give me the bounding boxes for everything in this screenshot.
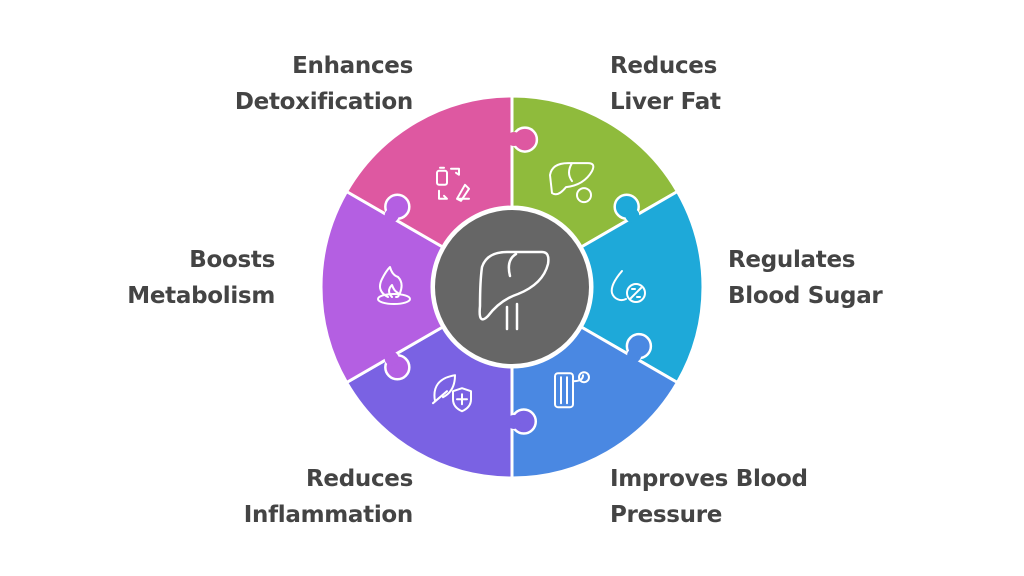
leaf-shield-icon [432,374,472,413]
label-line: Enhances [292,53,413,79]
puzzle-knob-neck [506,132,521,147]
liver-icon [478,250,550,331]
label-line: Boosts [189,247,275,273]
label-boosts-metabolism: Boosts Metabolism [127,242,275,314]
puzzle-knob-neck [384,208,399,223]
label-line: Inflammation [243,502,414,528]
label-line: Blood Sugar [728,283,883,309]
label-reduces-inflammation: Reduces Inflammation [243,461,414,533]
label-line: Pressure [610,502,723,528]
blood-pressure-monitor-icon [554,371,590,409]
label-line: Improves Blood [610,466,808,492]
drop-percent-icon [610,270,646,303]
puzzle-knob-neck [627,348,642,363]
label-line: Reduces [610,53,717,79]
label-line: Metabolism [127,283,275,309]
label-improves-blood-pressure: Improves Blood Pressure [610,461,808,533]
puzzle-knob-neck [506,414,521,429]
detox-cycle-icon [436,166,470,202]
label-line: Reduces [306,466,413,492]
flame-icon [377,266,411,305]
liver-fat-icon [549,162,595,204]
label-enhances-detoxification: Enhances Detoxification [235,48,413,120]
puzzle-knob-neck [384,351,399,366]
center-hub [435,210,589,364]
label-regulates-blood-sugar: Regulates Blood Sugar [728,242,883,314]
label-reduces-liver-fat: Reduces Liver Fat [610,48,721,120]
label-line: Liver Fat [610,89,721,115]
segment-improves-blood-pressure [510,324,680,480]
puzzle-knob-neck [625,208,640,223]
label-line: Detoxification [234,89,413,115]
label-line: Regulates [728,247,856,273]
segment-boosts-metabolism [319,189,445,385]
